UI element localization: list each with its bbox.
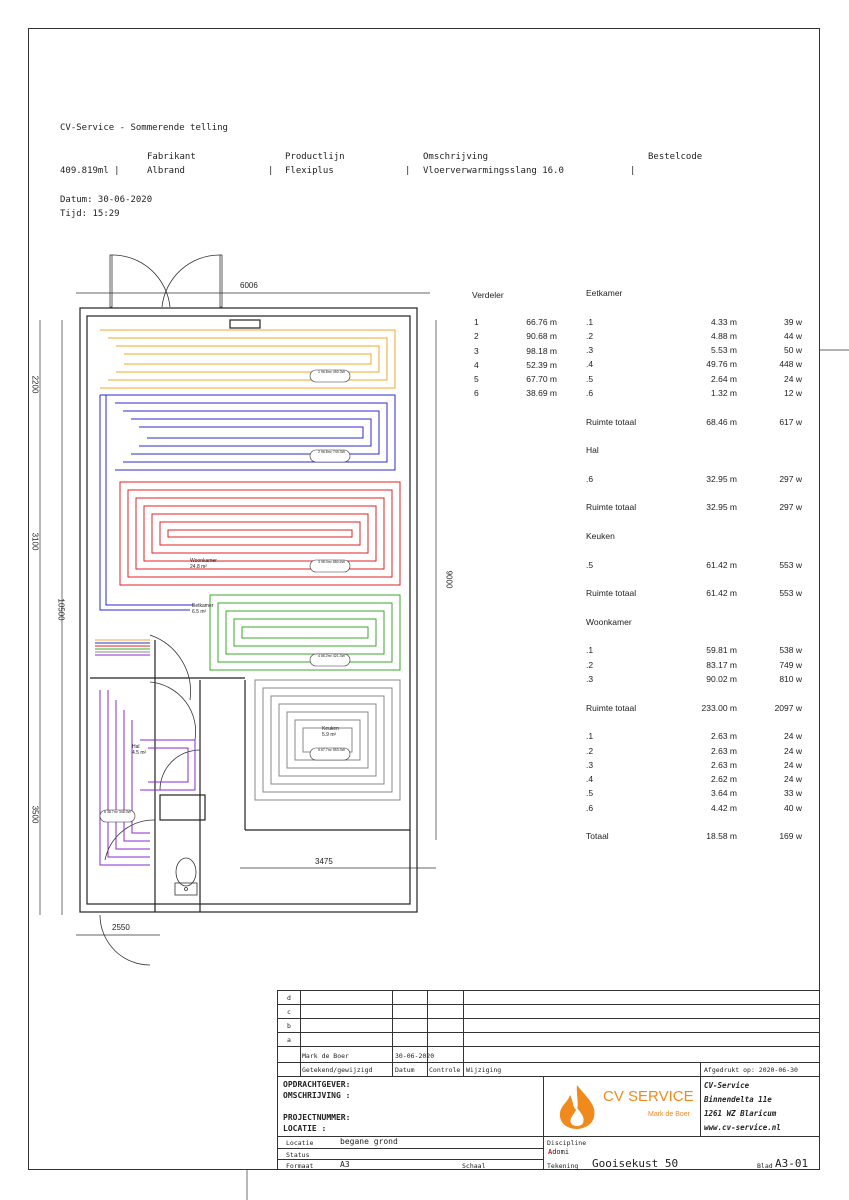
- dim-3100: 3100: [30, 532, 40, 551]
- locatie-label: Locatie: [286, 1139, 314, 1147]
- company: CV-Service: [704, 1081, 750, 1090]
- col-productlijn: Productlijn: [285, 152, 345, 162]
- tag-loop-1: 1 96.8m² 450.3W: [318, 370, 345, 374]
- address2: 1261 WZ Blaricum: [704, 1109, 777, 1118]
- discipline-logo: Adomi: [548, 1148, 570, 1156]
- room-table-labels: Eetkamer .1.2.3 .4.5.6 Ruimte totaal Hal…: [586, 288, 637, 842]
- getekend-label: Getekend/gewijzigd: [302, 1066, 373, 1074]
- col-bestelcode: Bestelcode: [648, 152, 703, 162]
- website: www.cv-service.nl: [704, 1123, 781, 1132]
- rev-d: d: [287, 994, 291, 1002]
- rev-a: a: [287, 1036, 291, 1044]
- address1: Binnendelta 11e: [704, 1095, 772, 1104]
- rev-b: b: [287, 1022, 291, 1030]
- tag-loop-3: 3 98.0m² 880.6W: [318, 560, 345, 564]
- loop-2: [99, 394, 396, 611]
- row-productlijn: Flexiplus: [285, 166, 334, 176]
- formaat-label: Formaat: [286, 1162, 314, 1170]
- dim-10500: 10500: [56, 598, 66, 621]
- datum-text: Datum: 30-06-2020: [60, 195, 153, 205]
- author: Mark de Boer: [302, 1052, 349, 1060]
- locatie-value: begane grond: [340, 1137, 398, 1146]
- loop-3: [119, 481, 401, 586]
- schaal-label: Schaal: [462, 1162, 486, 1170]
- loop-6: [99, 690, 196, 866]
- flame-logo-icon: [559, 1085, 595, 1129]
- doors: [99, 254, 223, 966]
- row-sep: |: [405, 166, 411, 176]
- afgedrukt: Afgedrukt op: 2020-06-30: [704, 1066, 798, 1074]
- row-length: 409.819ml |: [60, 166, 120, 176]
- formaat-value: A3: [340, 1160, 350, 1169]
- toilet: [174, 857, 198, 896]
- row-omschrijving: Vloerverwarmingsslang 16.0: [423, 166, 564, 176]
- drawing-frame: [28, 28, 820, 1170]
- row-sep: |: [630, 166, 636, 176]
- loop-4: [209, 594, 401, 671]
- opdrachtgever: OPDRACHTGEVER:: [283, 1080, 351, 1089]
- author-date: 30-06-2020: [395, 1052, 435, 1060]
- dimension-lines: [39, 292, 849, 1200]
- dim-3475: 3475: [315, 857, 333, 866]
- tag-loop-4: 4 66.2m² 421.3W: [318, 654, 345, 658]
- logo-sub: Mark de Boer: [648, 1111, 691, 1118]
- loop-tags: [99, 369, 351, 823]
- discipline-label: Discipline: [547, 1139, 587, 1147]
- loop-1: [100, 329, 396, 389]
- manifold-lines: [95, 639, 150, 656]
- verdeler-title: Verdeler: [472, 290, 504, 300]
- row-sep: |: [268, 166, 274, 176]
- datum-label: Datum: [395, 1066, 415, 1074]
- tekening-value: Gooisekust 50: [592, 1157, 679, 1170]
- loop-5: [254, 679, 401, 801]
- blad-label: Blad: [757, 1162, 773, 1170]
- report-title: CV-Service - Sommerende telling: [60, 123, 228, 133]
- wijziging-label: Wijziging: [466, 1066, 502, 1074]
- dim-2550: 2550: [112, 923, 130, 932]
- logo-text: CV SERVICE: [603, 1088, 694, 1105]
- projectnummer: PROJECTNUMMER:: [283, 1113, 351, 1122]
- status-label: Status: [286, 1151, 310, 1159]
- rev-c: c: [287, 1008, 291, 1016]
- heating-loops: [95, 329, 401, 866]
- col-fabrikant: Fabrikant: [147, 152, 196, 162]
- omschrijving: OMSCHRIJVING :: [283, 1091, 351, 1100]
- controle-label: Controle: [429, 1066, 461, 1074]
- tekening-label: Tekening: [547, 1162, 579, 1170]
- dim-3500: 3500: [30, 805, 40, 824]
- tag-loop-5: 5 67.7m² 553.3W: [318, 748, 345, 752]
- col-omschrijving: Omschrijving: [423, 152, 489, 162]
- locatie-caps: LOCATIE :: [283, 1124, 327, 1133]
- walls: [79, 307, 418, 913]
- tag-loop-2: 2 96.8m² 749.3W: [318, 450, 345, 454]
- dim-top: 6006: [240, 281, 258, 290]
- tijd-text: Tijd: 15:29: [60, 209, 120, 219]
- blad-value: A3-01: [775, 1157, 809, 1170]
- dim-2200: 2200: [30, 375, 40, 394]
- row-fabrikant: Albrand: [147, 166, 185, 176]
- dim-9000: 9000: [444, 570, 454, 589]
- tag-loop-6: 6 38.7m² 348.3W: [104, 810, 131, 814]
